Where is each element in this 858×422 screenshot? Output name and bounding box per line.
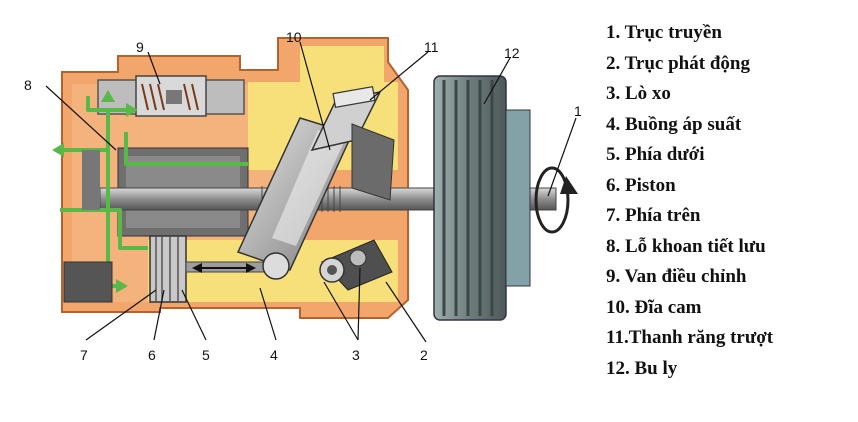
callout-12: 12: [504, 45, 520, 61]
pulley: [433, 75, 531, 321]
callout-1: 1: [574, 103, 582, 119]
callout-5: 5: [202, 347, 210, 363]
callout-4: 4: [270, 347, 278, 363]
drive-bracket: [319, 123, 395, 291]
slide-rod: [310, 85, 382, 152]
legend-item: 10. Đĩa cam: [606, 296, 702, 318]
oil-arrows: [52, 90, 138, 293]
legend-item: 12. Bu ly: [606, 357, 678, 379]
callout-labels: 1 2 3 4 5 6 7 8 9 10 11 12: [24, 29, 582, 363]
regulating-valve: [97, 75, 245, 117]
legend-item: 7. Phía trên: [606, 205, 701, 226]
callout-8: 8: [24, 77, 32, 93]
throttle-bore: [63, 261, 113, 303]
oil-passages: [56, 96, 248, 288]
legend-item: 6. Piston: [606, 174, 676, 196]
legend-item: 9. Van điều chỉnh: [606, 266, 747, 287]
side-passage: [82, 150, 100, 210]
legend-item: 4. Buồng áp suất: [606, 113, 742, 135]
callout-11: 11: [424, 39, 439, 55]
callout-9: 9: [136, 39, 144, 55]
callout-6: 6: [148, 347, 156, 363]
callout-2: 2: [420, 347, 428, 363]
parts-legend: 1. Trục truyền 2. Trục phát động 3. Lò x…: [606, 18, 856, 384]
leader-lines: [45, 41, 577, 343]
legend-item: 3. Lò xo: [606, 83, 671, 104]
piston: [149, 235, 290, 303]
callout-3: 3: [352, 347, 360, 363]
legend-item: 8. Lỗ khoan tiết lưu: [606, 235, 766, 257]
legend-item: 11.Thanh răng trượt: [606, 327, 774, 348]
callout-10: 10: [286, 29, 302, 45]
legend-item: 1. Trục truyền: [606, 22, 722, 43]
callout-7: 7: [80, 347, 88, 363]
legend-item: 2. Trục phát động: [606, 52, 750, 74]
legend-item: 5. Phía dưới: [606, 144, 705, 165]
compressor-diagram: 1 2 3 4 5 6 7 8 9 10 11 12: [24, 29, 582, 363]
rotation-arrow-icon: [534, 166, 578, 234]
